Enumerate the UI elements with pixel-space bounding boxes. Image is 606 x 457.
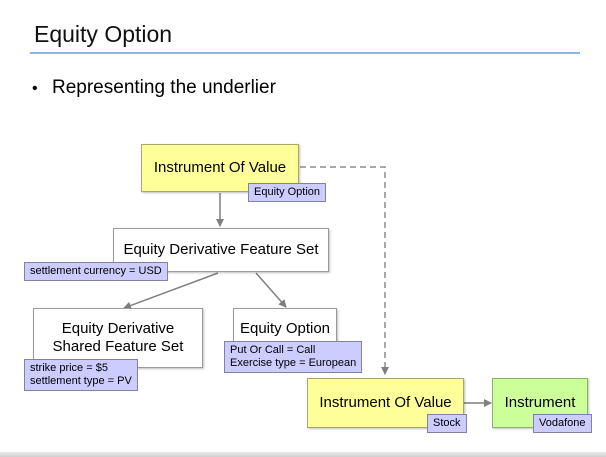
bullet-text: Representing the underlier xyxy=(52,77,276,98)
stock-tag: Stock xyxy=(427,414,467,433)
equity-derivative-feature-set-label: Equity Derivative Feature Set xyxy=(123,241,319,258)
title-divider xyxy=(30,52,580,54)
shared-feature-set-label-line2: Shared Feature Set xyxy=(52,338,184,355)
equity-option-label: Equity Option xyxy=(239,320,331,337)
settlement-currency-tag: settlement currency = USD xyxy=(24,262,168,281)
arrow-feature-set-to-equity-option xyxy=(255,272,287,308)
settlement-type-text: settlement type = PV xyxy=(30,375,132,387)
shared-feature-set-label-line1: Equity Derivative xyxy=(61,320,175,337)
bullet-item: • Representing the underlier xyxy=(32,76,276,101)
bottom-strip xyxy=(0,452,606,457)
instrument-of-value-top-label: Instrument Of Value xyxy=(153,159,287,176)
bullet-icon: • xyxy=(32,80,38,97)
instrument-of-value-top-tag: Equity Option xyxy=(248,183,327,202)
put-call-exercise-tag: Put Or Call = Call Exercise type = Europ… xyxy=(224,341,363,373)
put-or-call-text: Put Or Call = Call xyxy=(230,344,316,356)
strike-price-text: strike price = $5 xyxy=(30,362,108,374)
dashed-arrow-underlier xyxy=(300,166,389,375)
arrow-feature-set-to-shared xyxy=(123,272,219,310)
equity-derivative-shared-feature-set-box: Equity Derivative Shared Feature Set xyxy=(33,308,203,368)
instrument-of-value-bottom-label: Instrument Of Value xyxy=(319,394,452,411)
strike-settlement-tag: strike price = $5 settlement type = PV xyxy=(24,359,138,391)
shared-feature-set-label: Equity Derivative Shared Feature Set xyxy=(53,320,184,356)
vodafone-tag: Vodafone xyxy=(533,414,592,433)
instrument-of-value-bottom-box: Instrument Of Value xyxy=(307,378,464,428)
slide-title: Equity Option xyxy=(34,21,173,47)
instrument-label: Instrument xyxy=(504,394,576,411)
exercise-type-text: Exercise type = European xyxy=(230,357,357,369)
